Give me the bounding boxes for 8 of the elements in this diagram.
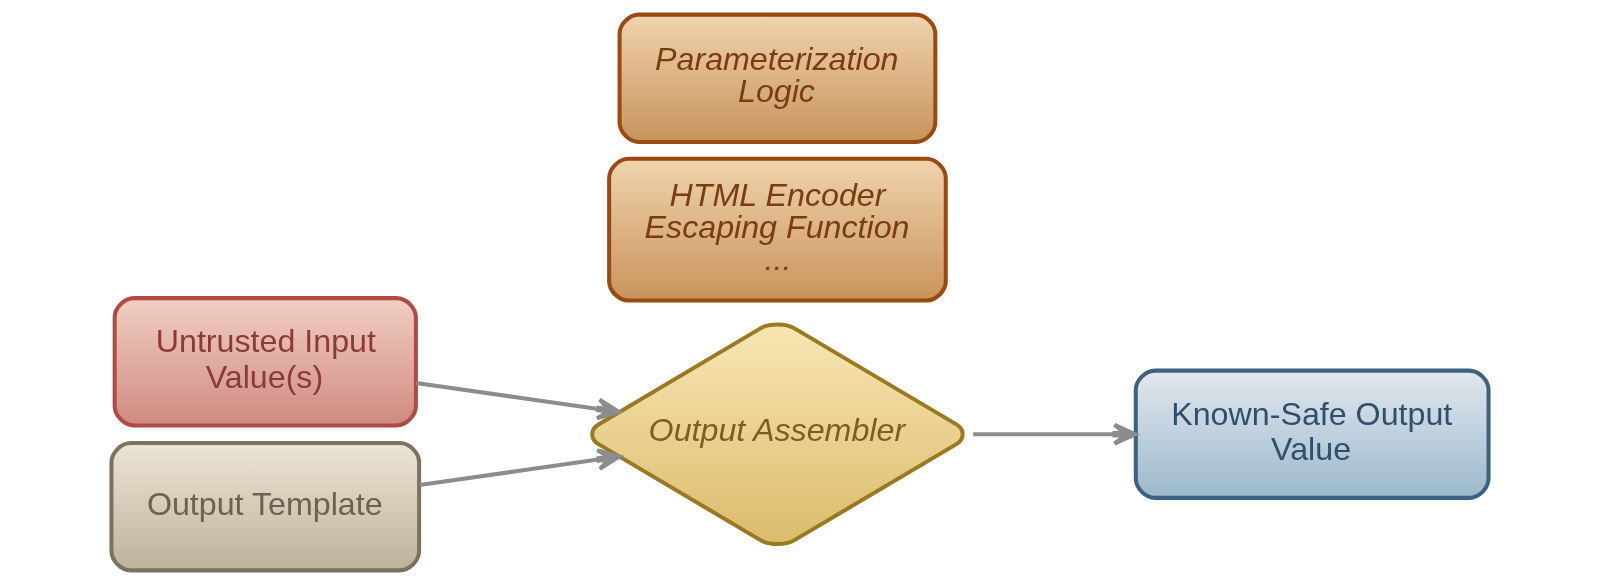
arrow: [419, 448, 622, 487]
arrow: [415, 381, 622, 421]
arrow: [973, 422, 1138, 446]
node-box: Parameterization Logic: [617, 12, 938, 144]
node-box: Known-Safe Output Value: [1133, 368, 1491, 500]
node-box: HTML Encoder Escaping Function ...: [607, 156, 948, 303]
node-box: Output Template: [109, 441, 422, 573]
node-box: Untrusted Input Value(s): [112, 296, 418, 428]
